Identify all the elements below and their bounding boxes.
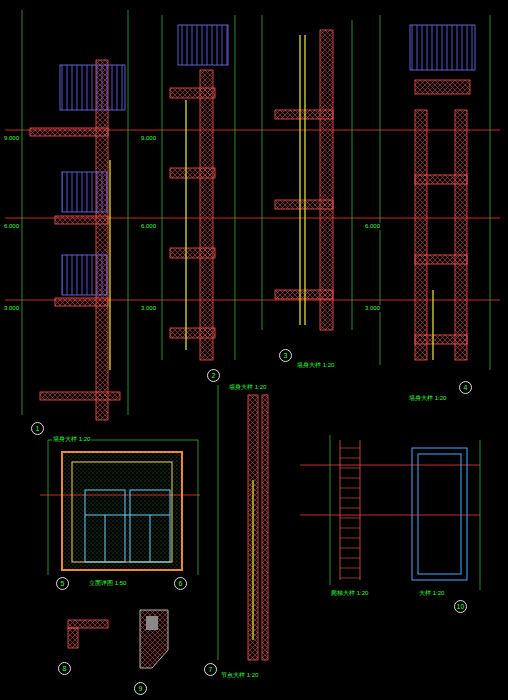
level-mark: 6.000 (364, 223, 381, 230)
ladder-rung (340, 518, 360, 519)
drawing-caption: 墙身大样 1:20 (228, 384, 267, 391)
ladder-rung (340, 468, 360, 469)
ladder-rung (340, 538, 360, 539)
callout-circle: 6 (174, 577, 187, 590)
drawing-caption: 立面详图 1:50 (88, 580, 127, 587)
drawing-caption: 节点大样 1:20 (220, 672, 259, 679)
drawing-caption: 墙身大样 1:20 (52, 436, 91, 443)
level-mark: 6.000 (140, 223, 157, 230)
callout-circle: 8 (58, 662, 71, 675)
callout-circle: 5 (56, 577, 69, 590)
level-mark: 3.000 (364, 305, 381, 312)
level-mark: 9.000 (140, 135, 157, 142)
level-mark: 9.000 (3, 135, 20, 142)
ladder-rung (340, 578, 360, 579)
callout-circle: 1 (31, 422, 44, 435)
callout-number: 6 (179, 580, 183, 587)
level-mark: 3.000 (3, 305, 20, 312)
ladder-rung (340, 508, 360, 509)
drawing-caption: 墙身大样 1:20 (408, 395, 447, 402)
ladder-rung (340, 478, 360, 479)
callout-number: 5 (61, 580, 65, 587)
callout-circle: 3 (279, 349, 292, 362)
callout-circle: 7 (204, 663, 217, 676)
callout-number: 2 (212, 372, 216, 379)
drawing-caption: 大样 1:20 (418, 590, 445, 597)
drawing-caption: 墙身大样 1:20 (296, 362, 335, 369)
callout-number: 1 (36, 425, 40, 432)
callout-number: 9 (139, 685, 143, 692)
level-mark: 3.000 (140, 305, 157, 312)
ladder-rung (340, 498, 360, 499)
level-mark: 6.000 (3, 223, 20, 230)
ladder-rung (340, 568, 360, 569)
callout-circle: 10 (454, 600, 467, 613)
callout-number: 10 (457, 603, 465, 610)
callout-number: 4 (464, 384, 468, 391)
callout-circle: 4 (459, 381, 472, 394)
callout-number: 3 (284, 352, 288, 359)
drawing-caption: 爬梯大样 1:20 (330, 590, 369, 597)
ladder-rung (340, 548, 360, 549)
ladder-rung (340, 458, 360, 459)
ladder-rung (340, 488, 360, 489)
ladder-rung (340, 528, 360, 529)
callout-circle: 2 (207, 369, 220, 382)
callout-number: 8 (63, 665, 67, 672)
callout-circle: 9 (134, 682, 147, 695)
ladder-rung (340, 448, 360, 449)
ladder-rung (340, 558, 360, 559)
callout-number: 7 (209, 666, 213, 673)
